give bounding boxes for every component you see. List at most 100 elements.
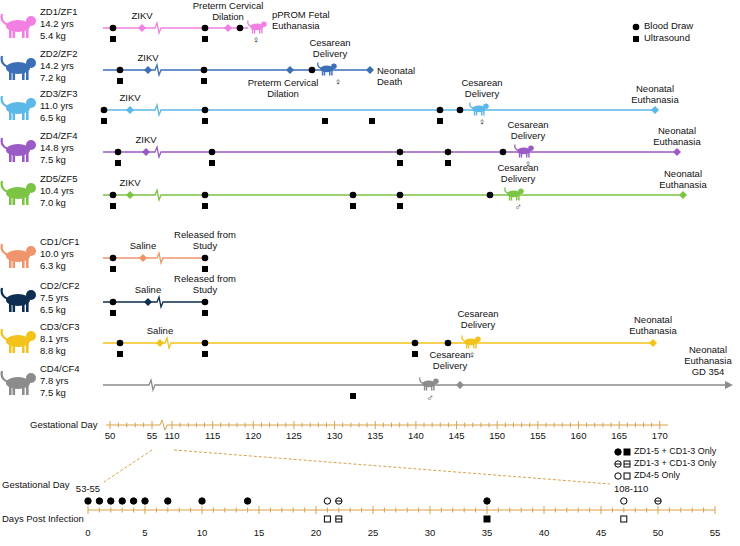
sample-circle bbox=[108, 498, 114, 504]
axis-tick bbox=[418, 508, 419, 513]
sample-circle bbox=[615, 461, 621, 467]
axis-tick-label: 110 bbox=[157, 431, 187, 442]
axis-tick bbox=[464, 508, 465, 513]
sample-square bbox=[624, 461, 630, 467]
axis-tick-label: 20 bbox=[301, 528, 331, 539]
axis-tick bbox=[318, 423, 319, 428]
monkey-tail bbox=[462, 335, 466, 341]
blood-draw-dot bbox=[101, 107, 108, 114]
ultrasound-square bbox=[412, 351, 418, 357]
subject-row bbox=[2, 244, 209, 272]
axis-tick bbox=[224, 508, 225, 513]
monkey-silhouette bbox=[2, 138, 36, 162]
axis-tick bbox=[327, 508, 328, 513]
ultrasound-square bbox=[110, 266, 116, 272]
axis-tick bbox=[498, 508, 499, 513]
ultrasound-square bbox=[117, 351, 123, 357]
axis-tick bbox=[167, 508, 168, 513]
axis-tick bbox=[480, 423, 481, 428]
axis-tick bbox=[133, 508, 134, 513]
event-label: Saline bbox=[140, 326, 180, 337]
monkey-head bbox=[26, 140, 36, 150]
event-diamond bbox=[651, 106, 659, 114]
axis-tick-label: 135 bbox=[360, 431, 390, 442]
axis-tick bbox=[236, 508, 237, 513]
event-diamond bbox=[126, 106, 134, 114]
monkey-head bbox=[26, 183, 36, 193]
blood-draw-dot bbox=[202, 255, 209, 262]
axis-tick bbox=[334, 421, 335, 429]
axis-tick bbox=[475, 508, 476, 513]
subject-id: CD2/CF2 bbox=[40, 281, 80, 292]
axis-tick-label: 55 bbox=[137, 431, 167, 442]
axis-tick-label: 50 bbox=[643, 528, 673, 539]
blood-draw-dot bbox=[110, 299, 117, 306]
monkey-leg bbox=[261, 29, 262, 34]
axis-tick bbox=[361, 508, 362, 513]
axis-tick bbox=[452, 508, 453, 513]
axis-tick bbox=[635, 508, 636, 513]
axis-tick bbox=[269, 423, 270, 428]
axis-tick bbox=[680, 508, 681, 513]
monkey-tail bbox=[420, 377, 424, 383]
subject-id: CD1/CF1 bbox=[40, 237, 80, 248]
axis-tick bbox=[367, 423, 368, 428]
blood-draw-dot bbox=[445, 340, 452, 347]
monkey-leg bbox=[476, 111, 477, 116]
subject-age: 14.2 yrs bbox=[40, 19, 74, 30]
axis-tick bbox=[589, 508, 590, 513]
monkey-leg bbox=[9, 344, 12, 353]
event-label: ♀ bbox=[249, 35, 263, 46]
monkey-tail bbox=[2, 138, 8, 149]
event-label: Neonatal Euthanasia bbox=[648, 126, 706, 148]
axis-tick bbox=[601, 506, 602, 514]
monkey-tail bbox=[318, 62, 322, 68]
monkey-leg bbox=[26, 259, 29, 268]
axis-tick bbox=[293, 508, 294, 513]
infant-silhouette bbox=[420, 377, 439, 390]
legend-square bbox=[633, 36, 639, 42]
sample-square bbox=[624, 473, 630, 479]
event-label: Cesarean Delivery bbox=[456, 78, 508, 100]
blood-draw-dot bbox=[202, 192, 209, 199]
monkey-leg bbox=[22, 71, 25, 80]
monkey-silhouette bbox=[2, 371, 36, 395]
monkey-leg bbox=[22, 153, 25, 162]
sample-circle bbox=[96, 498, 102, 504]
monkey-leg bbox=[13, 29, 16, 38]
sample-circle bbox=[130, 498, 136, 504]
legend-text: Ultrasound bbox=[644, 33, 690, 44]
event-label: ♀ bbox=[331, 77, 345, 88]
axis-tick bbox=[554, 423, 555, 428]
axis-tick bbox=[505, 423, 506, 428]
event-label: Neonatal Euthanasia GD 354 bbox=[680, 345, 736, 378]
infant-silhouette bbox=[505, 187, 524, 200]
ultrasound-square bbox=[209, 160, 215, 166]
axis-tick bbox=[472, 423, 473, 428]
monkey-tail bbox=[2, 96, 8, 107]
axis-tick bbox=[281, 508, 282, 513]
monkey-head bbox=[26, 16, 36, 26]
event-diamond bbox=[142, 148, 150, 156]
axis-tick bbox=[521, 423, 522, 428]
axis-tick bbox=[375, 421, 376, 429]
axis-tick-label: 40 bbox=[529, 528, 559, 539]
axis-title: Gestational Day bbox=[30, 420, 98, 431]
monkey-leg bbox=[13, 344, 16, 353]
event-label: ZIKV bbox=[128, 53, 168, 64]
timeline-line bbox=[103, 297, 205, 307]
axis-tick bbox=[430, 506, 431, 514]
axis-tick bbox=[529, 423, 530, 428]
axis-tick-label: 165 bbox=[604, 431, 634, 442]
sample-circle bbox=[621, 498, 627, 504]
axis-tick-label: 125 bbox=[279, 431, 309, 442]
monkey-leg bbox=[13, 153, 16, 162]
infant-silhouette bbox=[515, 144, 534, 157]
axis-tick bbox=[247, 508, 248, 513]
axis-tick bbox=[651, 423, 652, 428]
axis-tick bbox=[646, 508, 647, 513]
ultrasound-square bbox=[202, 118, 208, 124]
monkey-tail bbox=[2, 181, 8, 192]
